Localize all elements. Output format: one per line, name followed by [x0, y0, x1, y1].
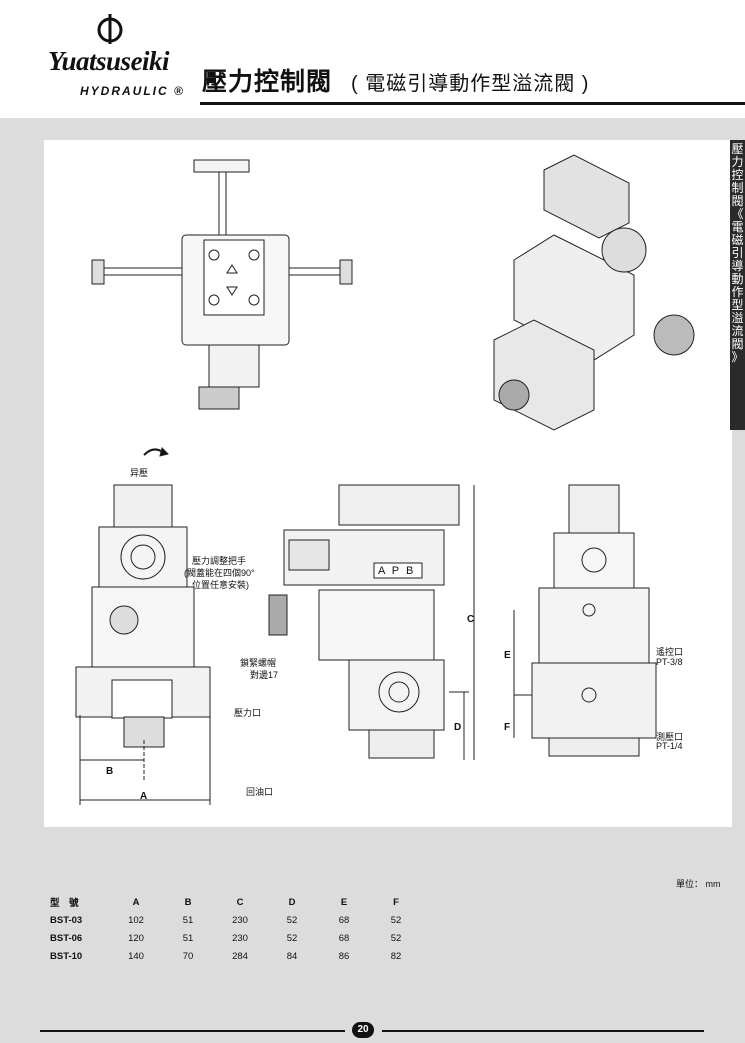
logo-icon — [97, 14, 123, 44]
header-c: C — [236, 896, 244, 908]
label-locknut-size: 對邊17 — [250, 670, 279, 680]
dim-f: F — [504, 722, 511, 733]
label-gauge-size: PT-1/4 — [656, 741, 683, 751]
table-cell: 86 — [338, 950, 350, 962]
header-b: B — [184, 896, 192, 908]
table-cell: 52 — [390, 932, 402, 944]
table-cell: 68 — [338, 914, 350, 926]
header-e: E — [340, 896, 348, 908]
table-cell: BST-10 — [50, 950, 83, 962]
brand-name: Yuatsuseiki — [48, 46, 170, 76]
table-cell: 68 — [338, 932, 350, 944]
spec-table: 型 號 A B C D E F BST-03 102 51 230 52 68 … — [50, 893, 422, 965]
table-header-row: 型 號 A B C D E F — [50, 893, 422, 911]
unit-label: 單位： mm — [676, 879, 721, 889]
side-tab-char: 引 — [731, 246, 744, 260]
table-cell: 82 — [390, 950, 402, 962]
dim-d: D — [454, 722, 462, 733]
side-tab-char: 閥 — [731, 194, 744, 208]
side-tab-char: 導 — [731, 259, 744, 273]
label-adjust-note-2: 位置任意安裝) — [192, 580, 249, 590]
dim-e: E — [504, 650, 511, 661]
table-cell: 120 — [128, 932, 144, 944]
label-adjust-note-1: (閥蓋能在四個90° — [184, 568, 255, 578]
header-a: A — [132, 896, 140, 908]
page-title: 壓力控制閥 — [202, 68, 333, 96]
side-tab-char: 型 — [731, 298, 744, 312]
side-tab-char: 流 — [731, 324, 744, 338]
table-cell: 52 — [390, 914, 402, 926]
header-d: D — [288, 896, 296, 908]
table-cell: 102 — [128, 914, 144, 926]
side-tab-char: 力 — [731, 155, 744, 169]
table-cell: 84 — [286, 950, 298, 962]
table-cell: 140 — [128, 950, 144, 962]
table-cell: 51 — [182, 914, 194, 926]
table-cell: 52 — [286, 914, 298, 926]
footer-rule-right — [382, 1030, 704, 1032]
side-tab-char: 磁 — [731, 233, 744, 247]
side-tab-char: 控 — [731, 168, 744, 182]
table-row: BST-06 120 51 230 52 68 52 — [50, 929, 422, 947]
table-row: BST-10 140 70 284 84 86 82 — [50, 947, 422, 965]
side-view-drawing — [268, 484, 475, 760]
side-tab-char: 《 — [731, 207, 744, 221]
dim-b: B — [106, 766, 114, 777]
table-cell: 230 — [232, 932, 248, 944]
header-model: 型 號 — [50, 898, 79, 909]
label-locknut: 鎖緊螺帽 — [240, 658, 277, 668]
technical-drawing — [75, 154, 695, 805]
page-subtitle: ( 電磁引導動作型溢流閥 ) — [351, 73, 590, 95]
side-tab-char: 壓 — [731, 142, 744, 156]
label-gauge-port: 測壓口 — [656, 732, 684, 742]
dim-a: A — [140, 791, 148, 802]
iso-view-drawing — [493, 154, 695, 431]
brand-sub: HYDRAULIC ® — [80, 84, 185, 98]
side-tab-char: 》 — [731, 350, 744, 364]
side-tab-char: 動 — [731, 272, 744, 286]
side-tab-char: 作 — [731, 285, 744, 299]
header-rule — [200, 102, 745, 105]
side-tab-char: 電 — [731, 220, 744, 234]
label-return-port: 回油口 — [246, 787, 274, 797]
table-cell: 51 — [182, 932, 194, 944]
side-tab-char: 制 — [731, 181, 744, 195]
label-apb: A P B — [378, 565, 416, 577]
label-remote-size: PT-3/8 — [656, 657, 683, 667]
dim-c: C — [467, 614, 475, 625]
table-cell: BST-06 — [50, 932, 83, 944]
drawing-area: 异壓 壓力調整把手 (閥蓋能在四個90° 位置任意安裝) A P B 鎖緊螺帽 … — [44, 140, 732, 827]
side-tab-char: 溢 — [731, 311, 744, 325]
top-view-drawing — [91, 159, 353, 410]
rear-view-drawing — [513, 484, 657, 757]
front-view-drawing — [75, 484, 211, 805]
footer-rule-left — [40, 1030, 345, 1032]
side-tab-char: 閥 — [731, 337, 744, 351]
table-cell: 70 — [182, 950, 194, 962]
page-header: Yuatsuseiki HYDRAULIC ® 壓力控制閥 ( 電磁引導動作型溢… — [0, 0, 745, 118]
table-cell: BST-03 — [50, 914, 83, 926]
table-cell: 52 — [286, 932, 298, 944]
label-remote-port: 遙控口 — [656, 647, 684, 657]
side-tab: 壓力控制閥《電磁引導動作型溢流閥》 — [730, 140, 745, 430]
table-row: BST-03 102 51 230 52 68 52 — [50, 911, 422, 929]
label-adjust-handle: 壓力調整把手 — [192, 556, 247, 566]
label-pressure-port: 壓力口 — [234, 708, 262, 718]
header-f: F — [393, 896, 399, 908]
label-vent: 异壓 — [130, 468, 149, 478]
table-cell: 230 — [232, 914, 248, 926]
table-cell: 284 — [232, 950, 248, 962]
page-number: 20 — [352, 1022, 374, 1038]
